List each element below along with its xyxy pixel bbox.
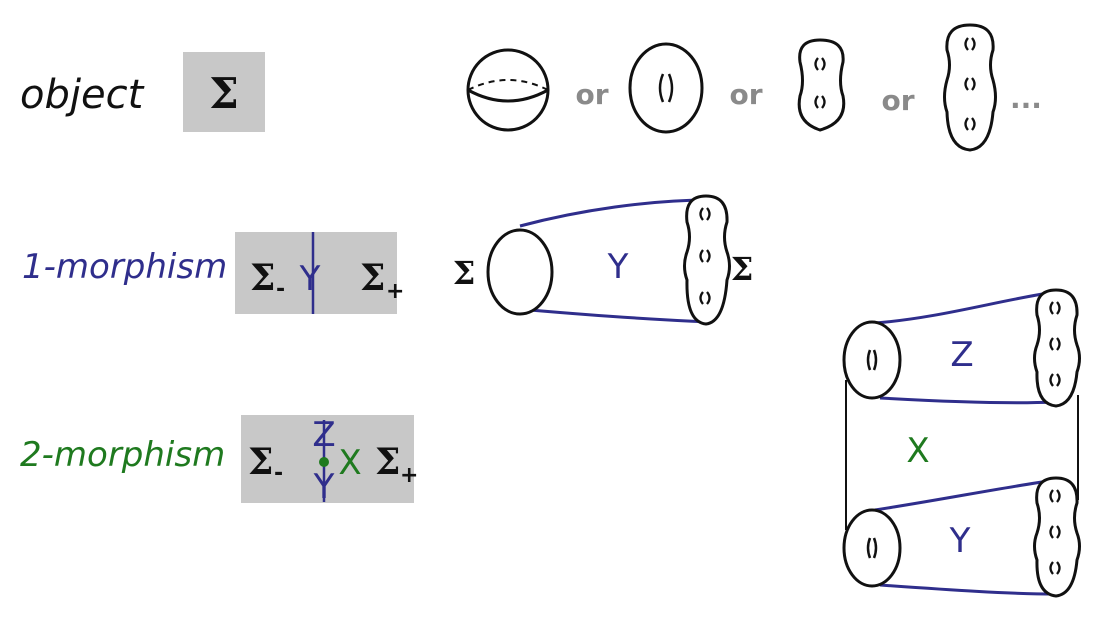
surface-genus3	[943, 23, 997, 152]
sphere-genus0	[466, 48, 550, 132]
cobordism-y: Y	[607, 247, 629, 287]
one-morphism-sub-minus: -	[276, 277, 285, 302]
one-morphism-label: 1-morphism	[22, 247, 227, 287]
stack-y: Y	[949, 521, 971, 561]
or-word-2: or	[729, 78, 762, 111]
cobordism-tube	[486, 194, 731, 326]
ellipsis: ...	[1010, 82, 1042, 115]
or-word-3: or	[881, 84, 914, 117]
object-box-sigma: Σ	[209, 69, 239, 118]
one-morphism-box	[235, 232, 397, 314]
two-morphism-sigma-plus: Σ	[375, 441, 400, 483]
stack-z: Z	[950, 335, 973, 375]
object-box	[183, 52, 265, 132]
torus-genus1	[628, 42, 704, 134]
one-morphism-sigma-plus: Σ	[360, 257, 385, 299]
two-morphism-sigma-minus: Σ	[248, 441, 273, 483]
two-morphism-sub-minus: -	[274, 461, 283, 486]
two-morphism-y: Y	[313, 467, 335, 507]
two-morphism-label: 2-morphism	[20, 435, 225, 475]
two-morphism-x: X	[338, 443, 361, 483]
cobordism-right-sigma: Σ	[731, 250, 754, 288]
two-morphism-point	[319, 457, 329, 467]
cobordism-left-sigma: Σ	[453, 254, 476, 292]
surface-genus2	[797, 38, 846, 132]
one-morphism-sub-plus: +	[386, 279, 404, 304]
object-label: object	[20, 72, 145, 118]
stack-x: X	[906, 431, 929, 471]
or-word-1: or	[575, 78, 608, 111]
two-morphism-sub-plus: +	[400, 463, 418, 488]
stacked-cobordism	[842, 288, 1081, 598]
one-morphism-sigma-minus: Σ	[250, 257, 275, 299]
two-morphism-z: Z	[312, 415, 335, 455]
one-morphism-y: Y	[299, 259, 321, 299]
